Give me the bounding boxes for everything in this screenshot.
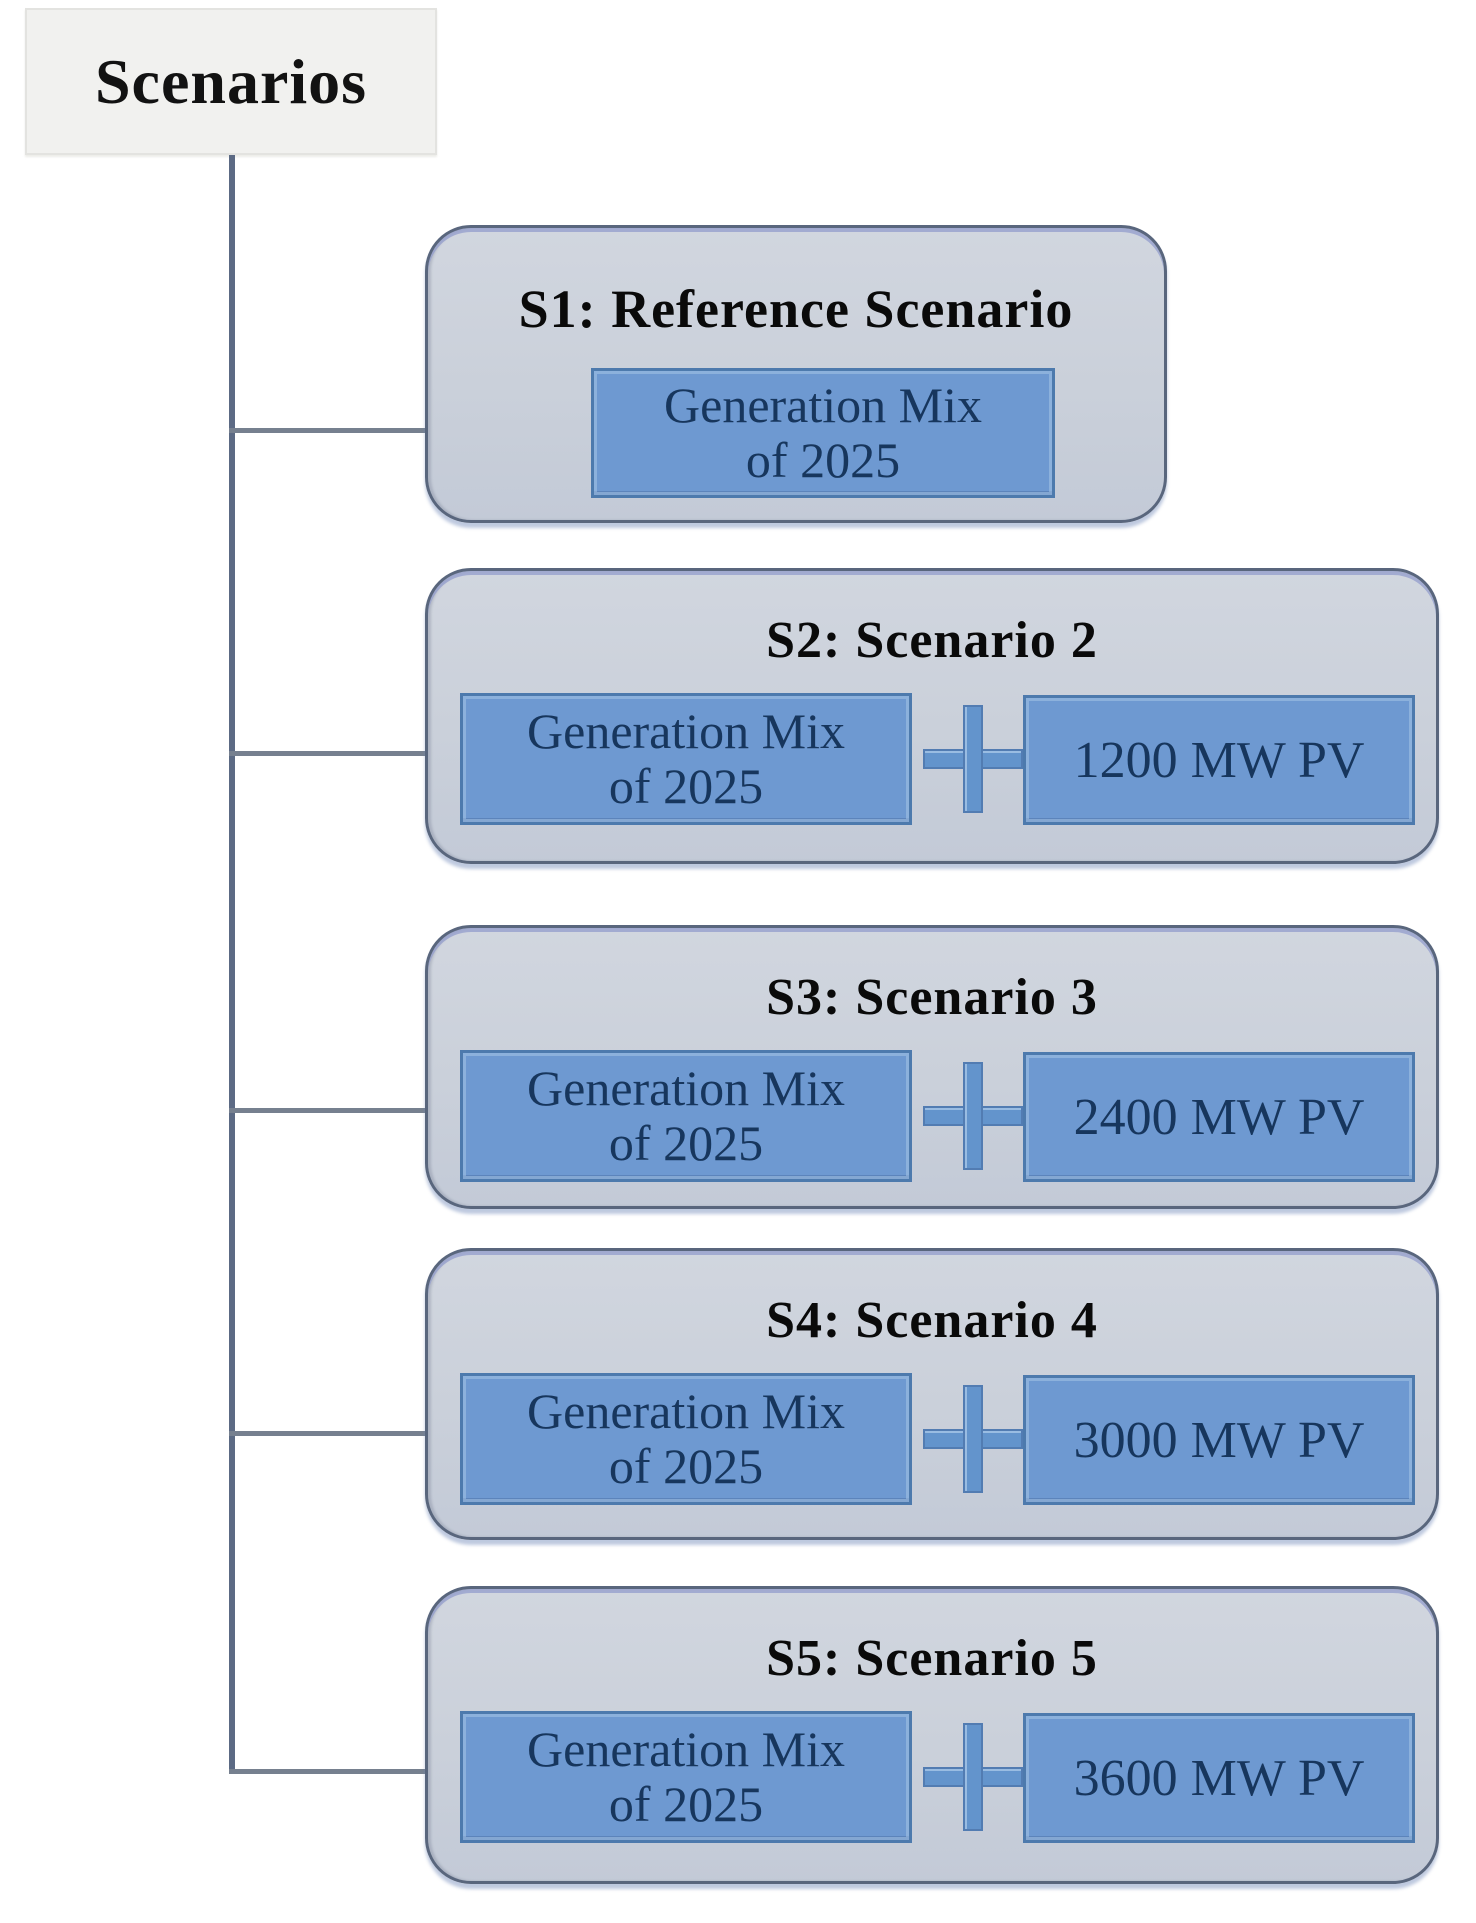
plus-vertical-bar bbox=[963, 1385, 983, 1493]
scenario-title: S1: Reference Scenario bbox=[518, 279, 1074, 339]
branch-connector-s3 bbox=[229, 1108, 425, 1113]
generation-mix-box: Generation Mix of 2025 bbox=[460, 1373, 912, 1505]
scenarios-root-label: Scenarios bbox=[94, 45, 368, 117]
branch-connector-s1 bbox=[229, 428, 425, 433]
scenario-card-s3: S3: Scenario 3 Generation Mix of 2025 24… bbox=[425, 925, 1439, 1209]
pv-capacity-box: 3600 MW PV bbox=[1023, 1713, 1415, 1843]
scenario-card-s5: S5: Scenario 5 Generation Mix of 2025 36… bbox=[425, 1586, 1439, 1884]
scenario-title: S3: Scenario 3 bbox=[766, 969, 1098, 1026]
mix-line-2: of 2025 bbox=[608, 758, 764, 814]
branch-connector-s2 bbox=[229, 751, 425, 756]
branch-connector-s4 bbox=[229, 1431, 425, 1436]
plus-icon bbox=[923, 1062, 1023, 1170]
plus-icon bbox=[923, 1385, 1023, 1493]
branch-connector-s5 bbox=[229, 1769, 425, 1774]
scenario-card-s2: S2: Scenario 2 Generation Mix of 2025 12… bbox=[425, 568, 1439, 864]
scenario-title: S2: Scenario 2 bbox=[766, 612, 1098, 669]
pv-capacity-box: 3000 MW PV bbox=[1023, 1375, 1415, 1505]
mix-line-2: of 2025 bbox=[608, 1438, 764, 1494]
generation-mix-box: Generation Mix of 2025 bbox=[460, 1711, 912, 1843]
generation-mix-box: Generation Mix of 2025 bbox=[591, 368, 1055, 498]
plus-vertical-bar bbox=[963, 1723, 983, 1831]
scenario-title: S5: Scenario 5 bbox=[766, 1630, 1098, 1687]
mix-line-1: Generation Mix bbox=[527, 1721, 845, 1777]
scenario-card-s4: S4: Scenario 4 Generation Mix of 2025 30… bbox=[425, 1248, 1439, 1540]
mix-line-2: of 2025 bbox=[608, 1776, 764, 1832]
mix-line-2: of 2025 bbox=[745, 432, 901, 488]
plus-vertical-bar bbox=[963, 1062, 983, 1170]
plus-icon bbox=[923, 705, 1023, 813]
mix-line-1: Generation Mix bbox=[527, 703, 845, 759]
mix-line-1: Generation Mix bbox=[527, 1383, 845, 1439]
mix-line-1: Generation Mix bbox=[527, 1060, 845, 1116]
scenario-card-s1: S1: Reference Scenario Generation Mix of… bbox=[425, 225, 1167, 523]
plus-icon bbox=[923, 1723, 1023, 1831]
generation-mix-box: Generation Mix of 2025 bbox=[460, 693, 912, 825]
scenarios-root-box: Scenarios bbox=[25, 8, 437, 155]
generation-mix-box: Generation Mix of 2025 bbox=[460, 1050, 912, 1182]
mix-line-1: Generation Mix bbox=[664, 377, 982, 433]
pv-capacity-box: 2400 MW PV bbox=[1023, 1052, 1415, 1182]
scenario-title: S4: Scenario 4 bbox=[766, 1292, 1098, 1349]
mix-line-2: of 2025 bbox=[608, 1115, 764, 1171]
pv-capacity-box: 1200 MW PV bbox=[1023, 695, 1415, 825]
plus-vertical-bar bbox=[963, 705, 983, 813]
trunk-connector bbox=[229, 155, 235, 1774]
